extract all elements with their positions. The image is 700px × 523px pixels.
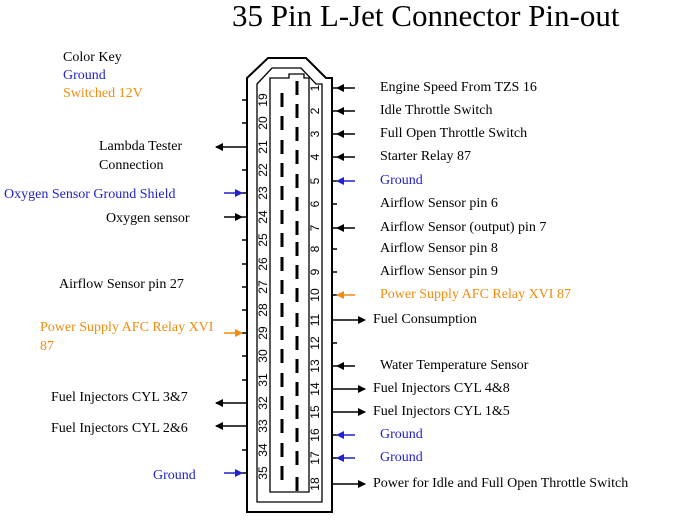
pin-number-1: 1	[308, 84, 322, 91]
pin-number-32: 32	[256, 396, 270, 410]
pin-label-27: Airflow Sensor pin 27	[59, 277, 184, 292]
pin-label-29: Power Supply AFC Relay XVI 87	[40, 320, 214, 354]
pin-label-21: Lambda Tester Connection	[99, 139, 183, 173]
pin-label-24: Oxygen sensor	[106, 211, 190, 226]
pin-number-22: 22	[256, 163, 270, 177]
pin-number-28: 28	[256, 303, 270, 317]
pin-number-5: 5	[308, 177, 322, 184]
color-key-ground: Ground	[63, 68, 106, 83]
pin-number-16: 16	[308, 428, 322, 442]
pin-number-34: 34	[256, 443, 270, 457]
pin-label-32: Fuel Injectors CYL 3&7	[51, 390, 188, 405]
pin-number-3: 3	[308, 130, 322, 137]
pin-label-2: Idle Throttle Switch	[380, 103, 493, 118]
pin-number-18: 18	[308, 477, 322, 491]
pin-label-35: Ground	[153, 468, 196, 483]
pin-number-6: 6	[308, 200, 322, 207]
pin-number-30: 30	[256, 349, 270, 363]
pin-number-29: 29	[256, 326, 270, 340]
pin-number-19: 19	[256, 93, 270, 107]
pin-label-18: Power for Idle and Full Open Throttle Sw…	[373, 476, 629, 491]
pin-number-25: 25	[256, 233, 270, 247]
connector-inner-housing	[256, 67, 323, 503]
pin-label-8: Airflow Sensor pin 8	[380, 241, 498, 256]
pin-label-16: Ground	[380, 427, 423, 442]
pin-number-11: 11	[308, 313, 322, 326]
pin-label-11: Fuel Consumption	[373, 312, 477, 327]
pin-label-5: Ground	[380, 173, 423, 188]
pin-label-10: Power Supply AFC Relay XVI 87	[380, 287, 571, 302]
pin-number-17: 17	[308, 451, 322, 465]
pin-number-4: 4	[308, 153, 322, 160]
pin-label-14: Fuel Injectors CYL 4&8	[373, 381, 510, 396]
pin-label-6: Airflow Sensor pin 6	[380, 196, 498, 211]
pin-number-12: 12	[308, 336, 322, 350]
pin-label-15: Fuel Injectors CYL 1&5	[373, 404, 510, 419]
diagram-title: 35 Pin L-Jet Connector Pin-out	[232, 0, 620, 33]
pin-number-7: 7	[308, 224, 322, 231]
pin-label-17: Ground	[380, 450, 423, 465]
pin-number-14: 14	[308, 382, 322, 396]
connector-key-slot	[269, 73, 310, 493]
pin-number-31: 31	[256, 373, 270, 387]
color-key: Color Key Ground Switched 12V	[63, 49, 143, 103]
pin-number-8: 8	[308, 245, 322, 252]
pin-number-13: 13	[308, 359, 322, 373]
pin-label-4: Starter Relay 87	[380, 149, 471, 164]
pin-number-2: 2	[308, 107, 322, 114]
pin-label-1: Engine Speed From TZS 16	[380, 80, 537, 95]
pin-number-23: 23	[256, 186, 270, 200]
pin-number-9: 9	[308, 268, 322, 275]
pin-number-35: 35	[256, 466, 270, 480]
pin-number-33: 33	[256, 419, 270, 433]
pin-number-26: 26	[256, 257, 270, 271]
pin-number-15: 15	[308, 405, 322, 419]
connector-outer-housing	[246, 57, 333, 513]
pin-number-21: 21	[256, 140, 270, 154]
pin-number-27: 27	[256, 280, 270, 294]
color-key-switched: Switched 12V	[63, 86, 143, 101]
color-key-heading: Color Key	[63, 50, 122, 65]
pin-label-7: Airflow Sensor (output) pin 7	[380, 220, 547, 235]
pin-label-23: Oxygen Sensor Ground Shield	[4, 187, 176, 202]
pin-number-24: 24	[256, 210, 270, 224]
pin-number-20: 20	[256, 116, 270, 130]
pin-label-3: Full Open Throttle Switch	[380, 126, 528, 141]
pin-label-13: Water Temperature Sensor	[380, 358, 529, 373]
pin-label-9: Airflow Sensor pin 9	[380, 264, 498, 279]
pin-number-10: 10	[308, 288, 322, 302]
pin-label-33: Fuel Injectors CYL 2&6	[51, 421, 188, 436]
